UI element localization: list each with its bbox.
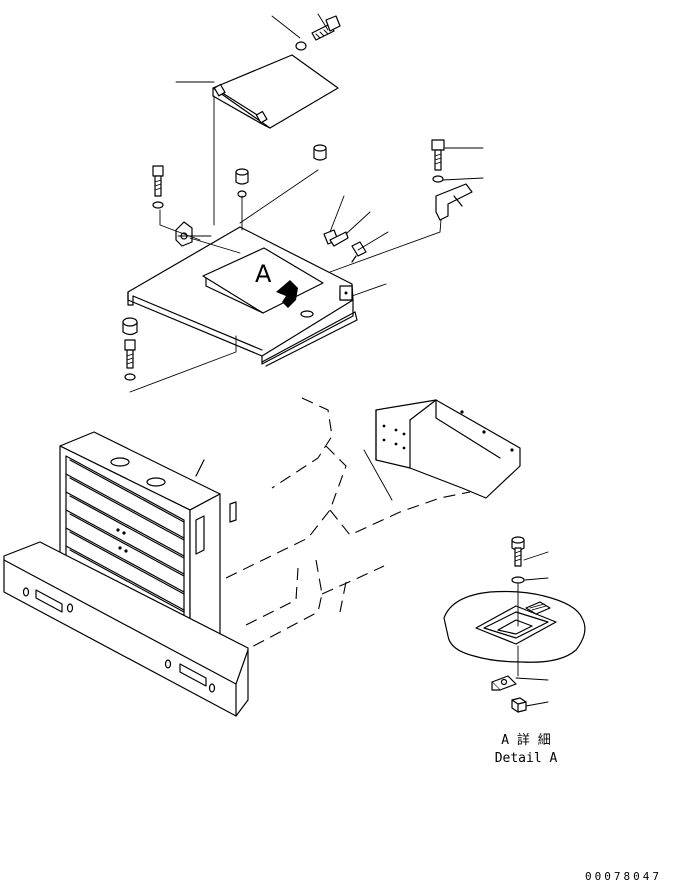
leader-lines [130,14,483,392]
washer-top [296,42,306,50]
figure-code: 00078047 [585,870,662,881]
bolt-lower-left [125,340,135,380]
bracket-right [436,184,472,220]
nut-upper [236,169,248,197]
bolt-right [432,140,444,182]
rubber-cap-lower [123,318,137,335]
detail-a-clip [492,676,516,690]
detail-a-leaders [516,552,548,706]
detail-a-bolt [512,537,524,583]
detail-label-jp: A 詳 細 [501,732,550,748]
detail-a-panel [444,584,585,676]
rubber-cap-upper [314,145,326,160]
cover-plate [213,55,338,128]
rear-crossmember [376,400,520,498]
bolt-top [312,16,340,40]
bolt-left [153,166,163,208]
detail-label-en: Detail A [495,751,558,766]
detail-a-nut [512,698,526,712]
view-arrow [276,280,298,308]
clip-fitting [324,230,366,262]
front-bumper [4,542,248,716]
seat-frame [128,227,357,366]
view-marker: A [255,260,272,288]
